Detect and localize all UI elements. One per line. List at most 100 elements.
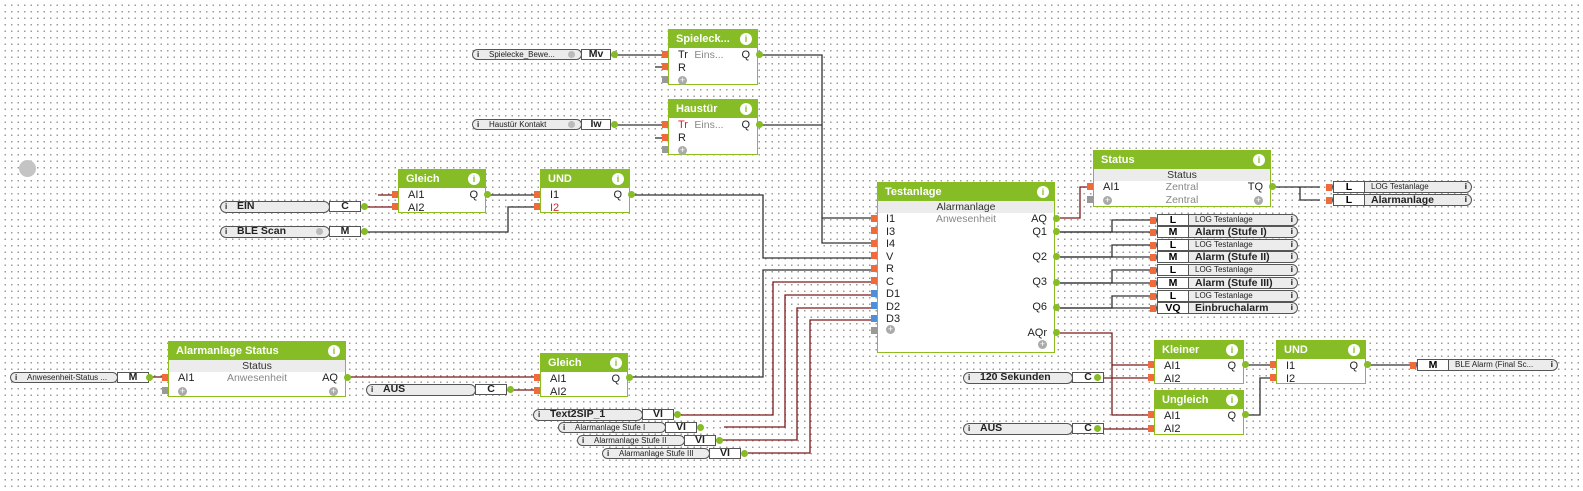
- info-icon[interactable]: i: [328, 345, 340, 357]
- output-port[interactable]: [1094, 374, 1101, 381]
- input-port[interactable]: [662, 76, 668, 83]
- info-icon[interactable]: i: [610, 357, 622, 369]
- output-port[interactable]: [1094, 425, 1101, 432]
- input-port[interactable]: [1148, 374, 1154, 381]
- input-port[interactable]: [871, 227, 877, 234]
- input-connector-ein[interactable]: i EIN C: [220, 201, 361, 213]
- output-port[interactable]: [1269, 183, 1276, 190]
- info-icon[interactable]: i: [1348, 344, 1360, 356]
- info-icon[interactable]: i: [1290, 278, 1293, 287]
- input-port[interactable]: [871, 215, 877, 222]
- input-connector-spielecke[interactable]: i Spielecke_Bewe... Mv: [472, 49, 611, 60]
- output-port[interactable]: [611, 51, 618, 58]
- info-icon[interactable]: i: [1226, 344, 1238, 356]
- drag-handle[interactable]: [19, 160, 36, 177]
- input-port[interactable]: [162, 387, 168, 394]
- output-port[interactable]: [1053, 304, 1060, 311]
- info-icon[interactable]: i: [1550, 360, 1553, 369]
- input-port[interactable]: [1087, 196, 1093, 203]
- input-connector-ble-scan[interactable]: i BLE Scan M: [220, 226, 361, 238]
- input-port[interactable]: [534, 203, 540, 210]
- output-port[interactable]: [674, 411, 681, 418]
- output-port[interactable]: [626, 374, 633, 381]
- output-port[interactable]: [1053, 253, 1060, 260]
- input-port[interactable]: [392, 203, 398, 210]
- info-icon[interactable]: i: [1290, 265, 1293, 274]
- info-icon[interactable]: i: [1290, 215, 1293, 224]
- output-port[interactable]: [1242, 411, 1249, 418]
- input-port[interactable]: [1150, 280, 1156, 287]
- output-port[interactable]: [507, 386, 514, 393]
- output-port[interactable]: [697, 424, 704, 431]
- output-port[interactable]: [1053, 279, 1060, 286]
- input-port[interactable]: [1150, 267, 1156, 274]
- output-port[interactable]: [756, 121, 763, 128]
- info-icon[interactable]: i: [477, 50, 480, 59]
- add-output-icon[interactable]: +: [329, 385, 338, 396]
- info-icon[interactable]: i: [1253, 154, 1265, 166]
- add-input-icon[interactable]: +: [678, 75, 687, 85]
- output-port[interactable]: [1053, 215, 1060, 222]
- input-connector-haustuer[interactable]: i Haustür Kontakt Iw: [472, 119, 611, 130]
- output-connector-alarm-stufe-1[interactable]: M Alarm (Stufe I) i: [1156, 226, 1298, 238]
- add-input-icon[interactable]: +: [1103, 194, 1112, 205]
- info-icon[interactable]: i: [468, 173, 480, 185]
- output-port[interactable]: [1242, 361, 1249, 368]
- info-icon[interactable]: i: [563, 423, 566, 432]
- output-port[interactable]: [361, 203, 368, 210]
- add-input-icon[interactable]: +: [178, 385, 187, 396]
- output-port[interactable]: [611, 121, 618, 128]
- add-input-icon[interactable]: +: [678, 145, 687, 155]
- info-icon[interactable]: i: [968, 424, 971, 433]
- info-icon[interactable]: i: [225, 202, 228, 211]
- info-icon[interactable]: i: [538, 410, 541, 419]
- output-port[interactable]: [344, 374, 351, 381]
- info-icon[interactable]: i: [1464, 195, 1467, 204]
- input-port[interactable]: [662, 121, 668, 128]
- input-port[interactable]: [162, 374, 168, 381]
- info-icon[interactable]: i: [477, 120, 480, 129]
- input-port[interactable]: [1326, 184, 1332, 191]
- input-connector-stufe-3[interactable]: i Alarmanlage Stufe III VI: [602, 448, 741, 459]
- add-input-icon[interactable]: +: [886, 324, 895, 334]
- output-connector-alarmanlage[interactable]: L Alarmanlage i: [1332, 194, 1472, 206]
- input-port[interactable]: [1150, 229, 1156, 236]
- input-port[interactable]: [871, 252, 877, 259]
- add-output-icon[interactable]: +: [1254, 194, 1263, 205]
- input-port[interactable]: [1148, 411, 1154, 418]
- input-port[interactable]: [662, 146, 668, 153]
- input-connector-text2sip[interactable]: i Text2SIP_1 VI: [533, 409, 674, 421]
- block-header[interactable]: Spieleck...i: [669, 30, 757, 48]
- input-port[interactable]: [1326, 197, 1332, 204]
- input-port[interactable]: [1150, 217, 1156, 224]
- info-icon[interactable]: i: [1290, 227, 1293, 236]
- info-icon[interactable]: i: [1290, 240, 1293, 249]
- input-port[interactable]: [871, 277, 877, 284]
- add-output-icon[interactable]: +: [1038, 339, 1047, 349]
- input-connector-stufe-1[interactable]: i Alarmanlage Stufe I VI: [558, 422, 697, 433]
- output-connector-alarm-stufe-3[interactable]: M Alarm (Stufe III) i: [1156, 277, 1298, 289]
- input-port[interactable]: [1148, 361, 1154, 368]
- input-port[interactable]: [534, 387, 540, 394]
- output-connector-log-stufe-2[interactable]: L LOG Testanlage i: [1156, 239, 1298, 251]
- input-port[interactable]: [871, 265, 877, 272]
- output-connector-log-testanlage[interactable]: L LOG Testanlage i: [1332, 181, 1472, 193]
- output-connector-log-einbruch[interactable]: L LOG Testanlage i: [1156, 290, 1298, 302]
- input-port[interactable]: [871, 290, 877, 297]
- info-icon[interactable]: i: [1037, 186, 1049, 198]
